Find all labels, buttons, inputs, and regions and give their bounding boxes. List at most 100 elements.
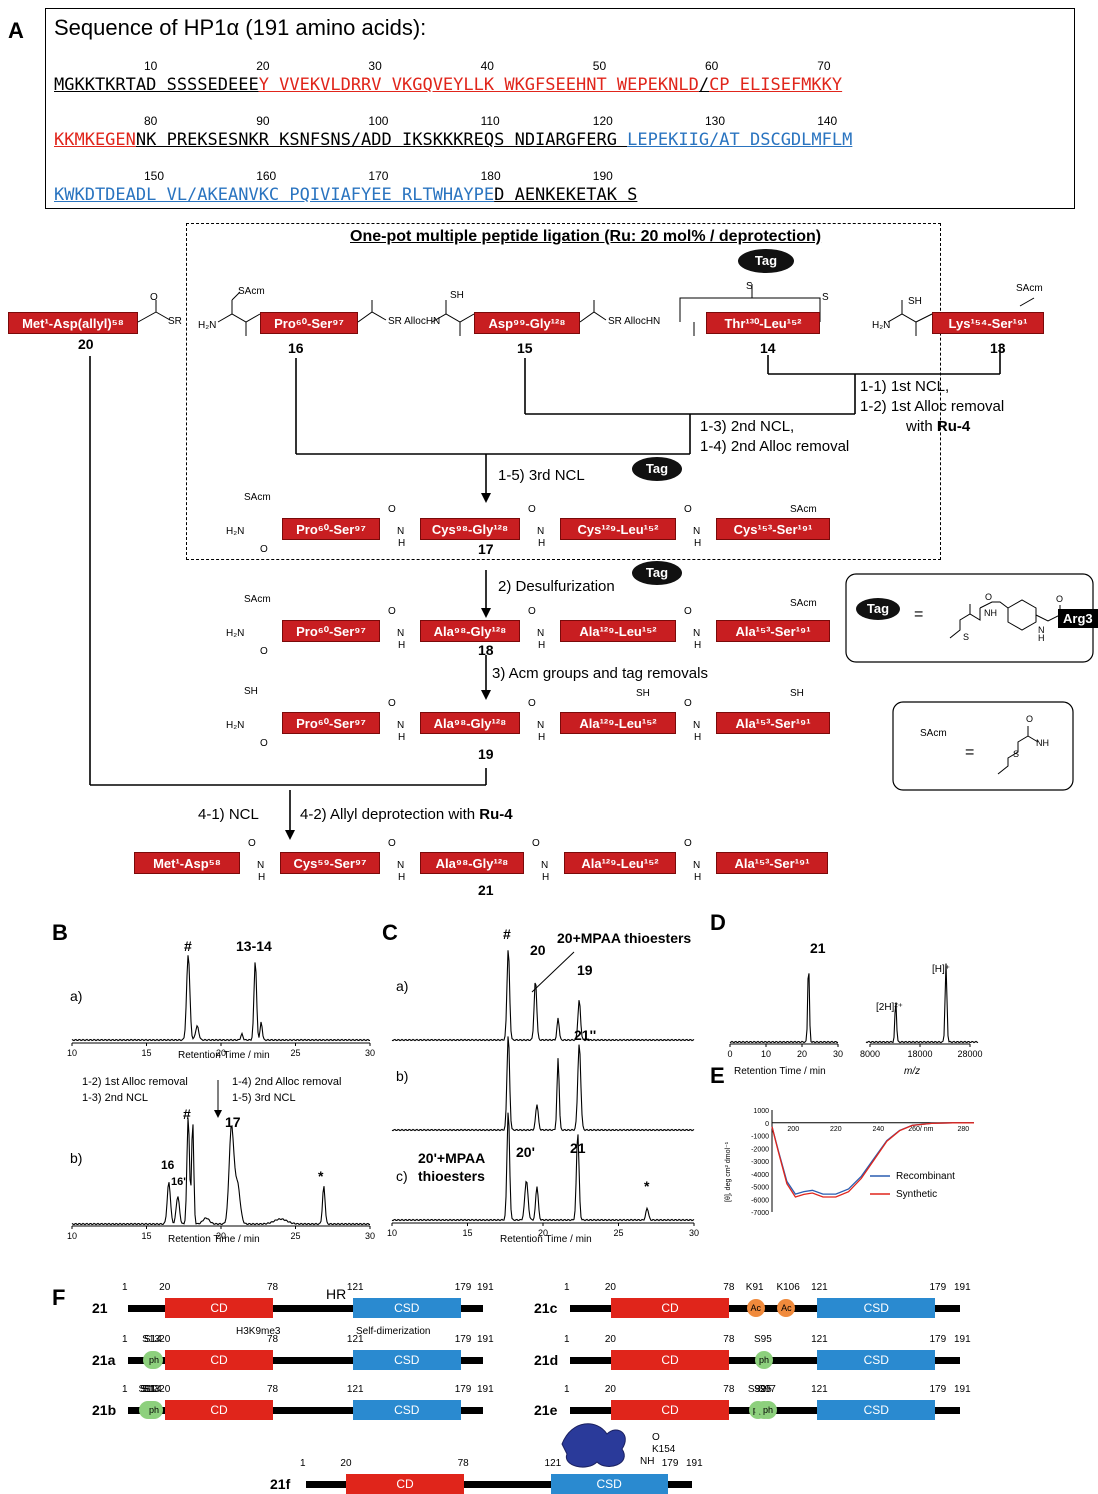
e-ylabel: [θ], deg cm² dmol⁻¹ <box>725 1141 732 1202</box>
b-peak-16: 16 <box>161 1158 175 1172</box>
b-label-a: a) <box>70 988 83 1004</box>
h2n-16: H₂N <box>198 320 217 331</box>
tick-label: 10 <box>387 1228 397 1238</box>
mod-site-label: S92 <box>747 1384 766 1395</box>
tick-label: 30 <box>689 1228 699 1238</box>
tag-pill-14: Tag <box>738 249 794 273</box>
residue-number: 78 <box>266 1384 279 1395</box>
tag-pill-17: Tag <box>632 457 682 481</box>
amide-n: N <box>397 860 405 871</box>
sequence-number: 20 <box>256 59 270 73</box>
k154-label: K154 <box>652 1444 676 1455</box>
peptide-segment: Ala¹²⁹-Leu¹⁵² <box>564 852 676 874</box>
phospho-mark: ph <box>759 1401 778 1419</box>
b-peak-13-14: 13-14 <box>236 938 272 954</box>
residue-number: 1 <box>122 1384 128 1395</box>
residue-number: 1 <box>564 1384 570 1395</box>
peptide-segment: Pro⁶⁰-Ser⁹⁷ <box>282 518 380 540</box>
tick-label: 15 <box>462 1228 472 1238</box>
peptide-segment: Pro⁶⁰-Ser⁹⁷ <box>282 712 380 734</box>
one-pot-title: One-pot multiple peptide ligation (Ru: 2… <box>350 228 822 245</box>
construct-label: 21e <box>534 1402 558 1418</box>
amide-o: O <box>528 698 536 709</box>
residue-number: 1 <box>122 1282 128 1293</box>
mod-site-label: S14 <box>144 1384 162 1395</box>
residue-number: 78 <box>457 1458 469 1469</box>
acetyl-mark: Ac <box>777 1299 796 1317</box>
peptide-segment: Ala¹²⁹-Leu¹⁵² <box>560 712 676 734</box>
residue-number: 78 <box>266 1334 279 1345</box>
mod-site-label: K91 <box>745 1282 764 1293</box>
residue-number: 1 <box>564 1282 570 1293</box>
amide-o: O <box>684 606 692 617</box>
sequence-title: Sequence of HP1α (191 amino acids): <box>54 15 427 40</box>
peptide-segment: Ala⁹⁸-Gly¹²⁸ <box>420 852 524 874</box>
residue-number: 179 <box>454 1334 472 1345</box>
residue-number: 121 <box>346 1334 364 1345</box>
residue-number: 20 <box>604 1384 616 1395</box>
compound-15: 15 <box>517 340 533 356</box>
mod-site-label: K106 <box>776 1282 800 1293</box>
svg-text:S: S <box>1013 749 1019 759</box>
amide-n: N <box>693 628 701 639</box>
csd-domain: CSD <box>817 1350 936 1370</box>
sequence-segment: MGKKTKRTAD SSSSEDEEE <box>54 75 259 95</box>
cd-domain: CD <box>165 1350 273 1370</box>
e-ytick: -4000 <box>751 1172 769 1179</box>
e-legend-1: Recombinant <box>896 1171 955 1182</box>
residue-number: 121 <box>811 1282 828 1293</box>
residue-number: 179 <box>454 1384 472 1395</box>
construct-label: 21a <box>92 1352 116 1368</box>
peptide-segment: Cys⁹⁸-Gly¹²⁸ <box>420 518 520 540</box>
c-label-a: a) <box>396 978 409 994</box>
amide-o: O <box>388 838 396 849</box>
sequence-number: 70 <box>817 59 831 73</box>
ms-trace-d <box>865 963 979 1044</box>
panel-letter-e: E <box>710 1063 725 1088</box>
panel-letter-f: F <box>52 1285 66 1310</box>
peptide-segment: Ala¹⁵³-Ser¹⁹¹ <box>716 712 830 734</box>
residue-number: 179 <box>929 1384 947 1395</box>
residue-number: 78 <box>266 1282 279 1293</box>
residue-number: 191 <box>477 1334 494 1345</box>
csd-domain: CSD <box>817 1298 936 1318</box>
residue-number: 78 <box>723 1384 735 1395</box>
sequence-number: 190 <box>592 169 613 183</box>
b-hash-b: # <box>183 1106 191 1122</box>
sequence-number: 40 <box>480 59 494 73</box>
construct-backbone <box>128 1407 483 1414</box>
peptide-segment: Cys⁵⁹-Ser⁹⁷ <box>280 852 380 874</box>
amide-o: O <box>248 838 256 849</box>
phospho-mark: ph <box>145 1351 164 1369</box>
e-ytick: -6000 <box>751 1197 769 1204</box>
residue-number: 179 <box>929 1334 947 1345</box>
residue-number: 121 <box>811 1334 828 1345</box>
h2n-label: H₂N <box>226 720 245 731</box>
sequence-line-1: MGKKTKRTAD SSSSEDEEEY VVEKVLDRRV VKGQVEY… <box>54 75 842 95</box>
d-mz: m/z <box>904 1066 921 1077</box>
arg3-badge: Arg3 <box>1058 609 1098 628</box>
csd-domain: CSD <box>550 1474 668 1494</box>
sacm-inset-eq: = <box>965 744 975 761</box>
side-chain-label: SAcm <box>790 504 817 515</box>
b-star: * <box>318 1168 324 1184</box>
construct-label: 21f <box>270 1476 291 1492</box>
peptide-segment: Ala¹⁵³-Ser¹⁹¹ <box>716 852 828 874</box>
amide-o: O <box>388 606 396 617</box>
construct-label: 21c <box>534 1300 558 1316</box>
cd-domain: CD <box>346 1474 464 1494</box>
phospho-mark: ph <box>754 1351 773 1369</box>
residue-number: 191 <box>477 1384 494 1395</box>
sacm-label: SAcm <box>244 594 271 605</box>
amide-o: O <box>684 504 692 515</box>
amide-nh: H <box>398 538 406 549</box>
amide-nh: H <box>398 872 406 883</box>
scheme-lines <box>89 284 1094 840</box>
amide-n: N <box>693 720 701 731</box>
sequence-segment: LEPEKIIG/AT DSCGDLMFLM <box>627 130 853 150</box>
amide-nh: H <box>694 732 702 743</box>
e-xtick: 200 <box>787 1126 799 1133</box>
tick-label: 25 <box>290 1231 300 1241</box>
